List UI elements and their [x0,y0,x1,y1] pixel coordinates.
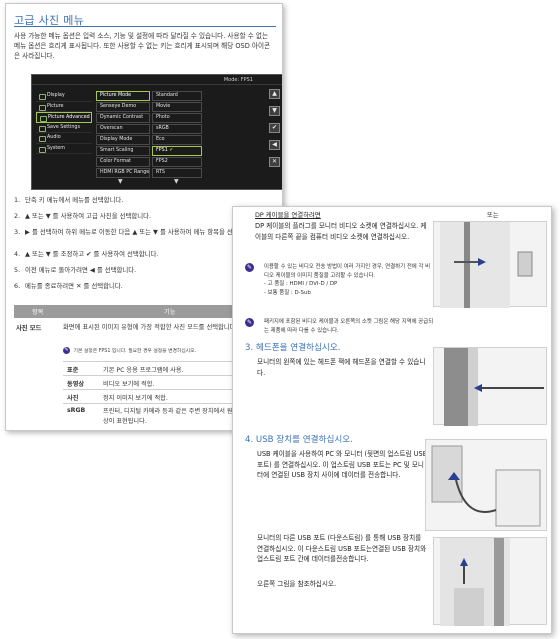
mode-row-photo: 사진 정지 이미지 보기에 적합. [63,389,282,402]
osd-ok-key-icon: ✔ [269,123,280,133]
row-description: 화면에 표시된 이미지 유형에 가장 적합한 사진 모드를 선택합니다. [63,324,238,331]
intro-paragraph: 사용 가능한 메뉴 옵션은 입력 소스, 기능 및 설정에 따라 달라질 수 있… [14,32,271,60]
section-headphones-title: 3. 헤드폰을 연결하십시오. [245,343,341,353]
step-item: 4.▲ 또는 ▼ 를 조정하고 ✔ 를 사용하여 선택합니다. [14,250,159,258]
osd-sub-item-active: Picture Mode [96,91,150,101]
mode-row-movie: 동영상 비디오 보기에 적합. [63,375,282,388]
or-label: 또는 [487,211,499,219]
osd-mode-label: Mode: FPS1 [223,77,253,83]
osd-option: sRGB [152,124,202,134]
osd-main-item-active: Picture Advanced [36,112,92,123]
mode-row-standard: 표준 기본 PC 응용 프로그램에 사용. [63,361,282,374]
osd-sub-item: Senseye Demo [96,102,150,112]
osd-sub-item: Display Mode [96,135,150,145]
osd-option: Movie [152,102,202,112]
osd-option: Eco [152,135,202,145]
osd-main-item: Save Settings [36,123,92,133]
osd-main-menu: Display Picture Picture Advanced Save Se… [36,91,92,154]
osd-option: Standard [152,91,202,101]
table-header-function: 기능 [164,309,176,316]
osd-menu-screenshot: Mode: FPS1 Display Picture Picture Advan… [31,74,282,190]
usb-upstream-illustration [425,439,547,531]
osd-options: Standard Movie Photo sRGB Eco FPS1 FPS2 … [152,91,202,179]
usb-downstream-illustration [433,537,547,626]
pencil-note-icon: ✎ [245,263,254,272]
osd-option: FPS2 [152,157,202,167]
dp-cable-illustration [433,221,547,308]
osd-sub-item: Overscan [96,124,150,134]
osd-option: RTS [152,168,202,178]
mode-row-srgb: sRGB 프린터, 디지털 카메라 등과 같은 주변 장치에서 원본에 더 가까… [63,403,282,427]
step-item: 5.이전 메뉴로 돌아가려면 ◀ 를 선택합니다. [14,266,137,274]
osd-back-key-icon: ◀ [269,140,280,150]
section-usb-body-2: 모니터의 다른 USB 포트 (다운스트림) 를 통해 USB 장치를 연결하십… [257,534,427,563]
osd-up-key-icon: ▲ [269,89,280,99]
section-headphones-body: 모니터의 왼쪽에 있는 헤드폰 잭에 헤드폰을 연결할 수 있습니다. [257,358,426,377]
headphone-jack-illustration [433,347,547,426]
section-usb-body-3: 오른쪽 그림을 참조하십시오. [257,580,337,588]
pencil-note-icon: ✎ [63,347,70,354]
table-header: 항목 기능 [14,305,282,318]
section-usb-title: 4. USB 장치를 연결하십시오. [245,435,353,445]
osd-option-selected: FPS1 [152,146,202,156]
osd-scroll-down-icon: ▼ [118,178,123,185]
manual-page-connections: DP 케이블을 연결하려면 또는 DP 케이블의 플러그를 모니터 비디오 소켓… [232,206,552,634]
osd-main-item: Audio [36,133,92,144]
osd-option: Photo [152,113,202,123]
dp-heading: DP 케이블을 연결하려면 [255,211,321,219]
table-header-item: 항목 [32,309,44,316]
step-item: 3.▶ 를 선택하여 하위 메뉴로 이동한 다음 ▲ 또는 ▼ 를 사용하여 메… [14,228,259,236]
osd-key-guide: ▲ ▼ ✔ ◀ ✕ [269,89,281,174]
osd-titlebar: Mode: FPS1 [32,75,282,85]
row-note: ✎ 기본 설정은 FPS1 입니다. 필요한 경우 설정을 변경하십시오. [63,347,197,354]
step-item: 6.메뉴를 종료하려면 ✕ 를 선택합니다. [14,282,123,290]
osd-main-item: System [36,144,92,154]
osd-sub-menu: Picture Mode Senseye Demo Dynamic Contra… [96,91,150,179]
pencil-note-icon: ✎ [245,318,254,327]
osd-main-item: Display [36,91,92,102]
osd-scroll-down-icon: ▼ [174,178,179,185]
section-usb-body: USB 케이블을 사용하여 PC 와 모니터 (뒷면의 업스트림 USB 포트)… [257,450,428,479]
row-label: 사진 모드 [16,325,42,332]
osd-main-item: Picture [36,102,92,112]
instruction-steps: 1.단축 키 메뉴에서 메뉴를 선택합니다. 2.▲ 또는 ▼ 를 사용하여 고… [14,196,282,298]
page-title: 고급 사진 메뉴 [14,14,85,27]
osd-sub-item: Dynamic Contrast [96,113,150,123]
step-item: 2.▲ 또는 ▼ 를 사용하여 고급 사진을 선택합니다. [14,212,152,220]
step-item: 1.단축 키 메뉴에서 메뉴를 선택합니다. [14,196,124,204]
osd-sub-item: Color Format [96,157,150,167]
dp-instructions: DP 케이블의 플러그를 모니터 비디오 소켓에 연결하십시오. 케이블의 다른… [255,222,427,241]
title-rule [14,26,276,27]
osd-sub-item: HDMI RGB PC Range [96,168,150,178]
osd-sub-item: Smart Scaling [96,146,150,156]
osd-exit-key-icon: ✕ [269,157,280,167]
osd-down-key-icon: ▼ [269,106,280,116]
